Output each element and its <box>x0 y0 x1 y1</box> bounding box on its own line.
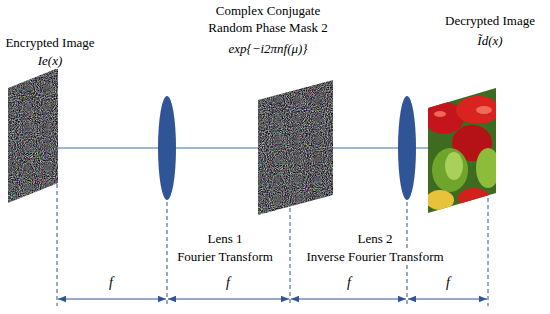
axis-segment <box>333 147 398 149</box>
image-plane: Encrypted ImageIe(x) <box>8 68 58 203</box>
image-plane: Complex Conjugate Random Phase Mask 2exp… <box>258 80 333 215</box>
image-shape <box>8 68 58 203</box>
focal-length: f <box>107 274 115 291</box>
image-plane: Decrypted ImageĨd(x) <box>428 88 496 213</box>
element-name: Encrypted Image <box>3 34 96 51</box>
axis-segment <box>58 147 158 149</box>
lens-body <box>158 96 176 200</box>
element-name: Decrypted Image <box>443 12 537 29</box>
focal-length: f <box>345 274 353 291</box>
axis-segment <box>176 147 258 149</box>
noise-pattern <box>8 68 58 203</box>
element-formula: Ie(x) <box>36 52 65 69</box>
element-name: Complex Conjugate Random Phase Mask 2 <box>195 2 341 36</box>
element-formula: Fourier Transform <box>175 248 275 265</box>
element-name: Lens 1 <box>205 230 244 247</box>
lens-body <box>398 96 416 200</box>
element-name: Lens 2 <box>355 230 394 247</box>
lens-shape <box>158 96 176 200</box>
noise-pattern <box>258 80 333 215</box>
element-formula: Ĩd(x) <box>475 32 504 49</box>
lens-shape <box>398 96 416 200</box>
pepper-picture <box>424 88 500 213</box>
lens: Lens 2Inverse Fourier Transform <box>398 96 416 200</box>
image-shape <box>258 80 333 215</box>
lens: Lens 1Fourier Transform <box>158 96 176 200</box>
focal-arrows <box>58 298 487 299</box>
element-formula: Inverse Fourier Transform <box>304 248 445 265</box>
focal-length: f <box>444 274 452 291</box>
axis-segment <box>416 147 428 149</box>
image-shape <box>428 88 496 213</box>
element-formula: exp{−i2πnf(μ)} <box>226 40 309 57</box>
focal-length: f <box>224 274 232 291</box>
